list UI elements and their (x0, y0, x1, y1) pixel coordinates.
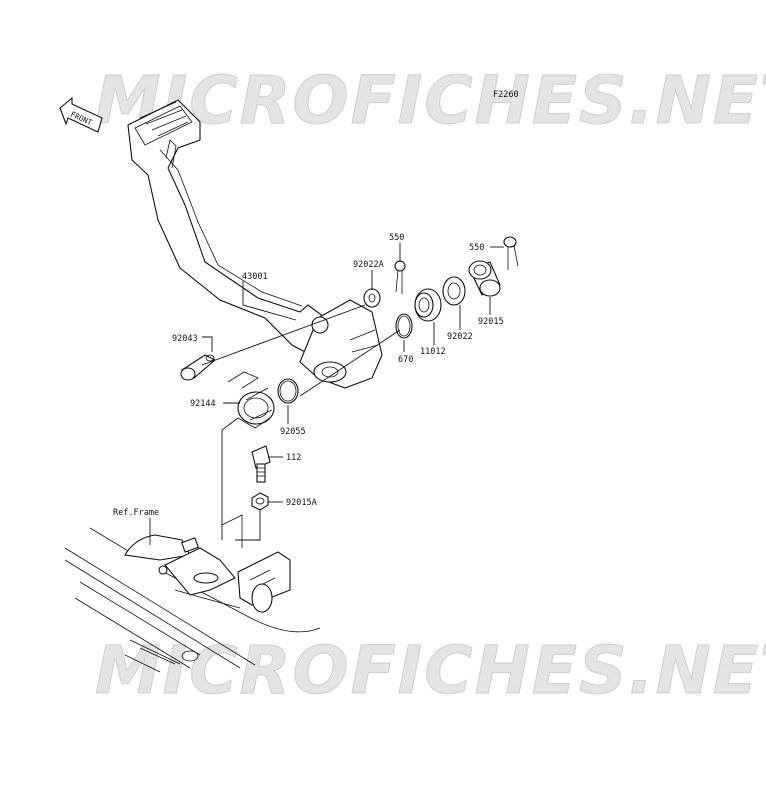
label-92015A: 92015A (286, 498, 317, 508)
part-labels: 43001 550 550 92022A 92043 670 11012 920… (113, 233, 504, 518)
washer-92022 (442, 276, 466, 306)
pin-92043 (180, 354, 216, 381)
label-550-b: 550 (469, 243, 484, 253)
label-92043: 92043 (172, 334, 198, 344)
spring-92144 (227, 371, 275, 429)
seal-11012 (414, 288, 442, 322)
figure-code: F2260 (493, 90, 519, 100)
washer-92022A (363, 288, 381, 308)
watermark-bottom: MICROFICHES.NET (95, 632, 766, 709)
label-550-a: 550 (389, 233, 404, 243)
label-92015: 92015 (478, 317, 504, 327)
oring-92055 (277, 378, 299, 404)
label-92022: 92022 (447, 332, 473, 342)
cotter-pin-550-a (394, 260, 406, 294)
collar-92015 (468, 260, 501, 297)
label-ref-frame: Ref.Frame (113, 508, 159, 518)
label-112: 112 (286, 453, 301, 463)
label-670: 670 (398, 355, 413, 365)
label-11012: 11012 (420, 347, 446, 357)
oring-670 (395, 313, 413, 339)
label-43001: 43001 (242, 272, 268, 282)
label-92055: 92055 (280, 427, 306, 437)
leader-lines (149, 243, 504, 545)
nut-92015A (251, 492, 269, 511)
label-92144: 92144 (190, 399, 216, 409)
bolt-112 (251, 445, 271, 483)
frame-drawing (64, 514, 321, 673)
cotter-pin-550-b (503, 236, 519, 270)
brake-pedal (127, 99, 383, 389)
label-92022A: 92022A (353, 260, 384, 270)
watermark-top: MICROFICHES.NET (95, 62, 766, 139)
